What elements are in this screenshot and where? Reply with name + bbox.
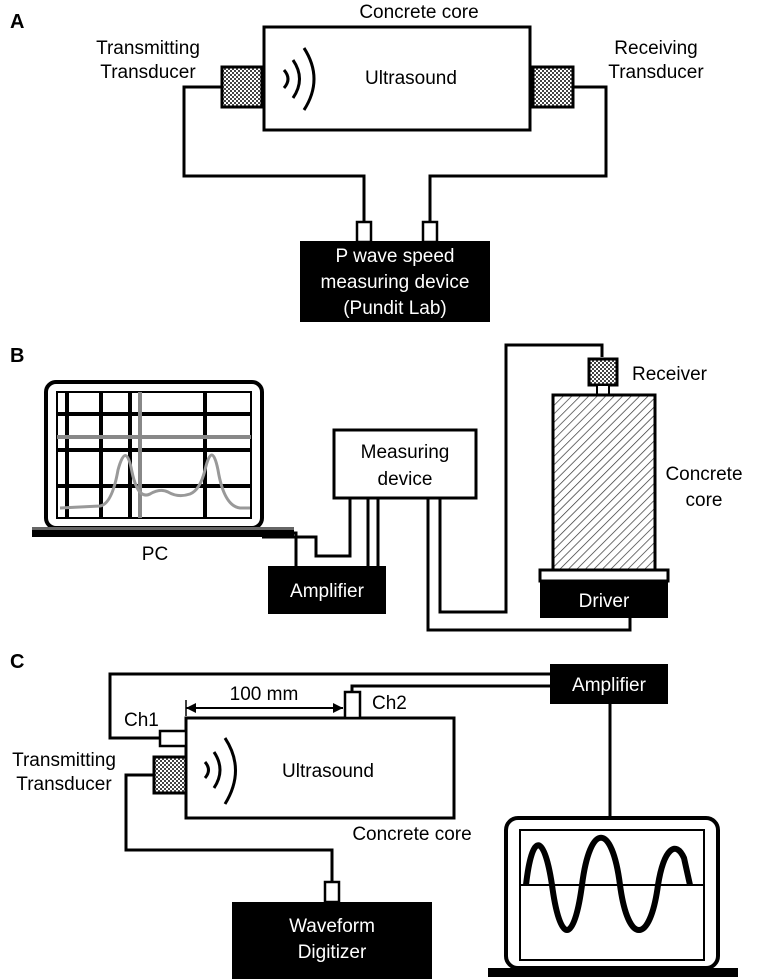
digitizer-port <box>323 880 341 904</box>
concrete-core-b-line2: core <box>686 490 723 511</box>
transmitting-transducer-c <box>152 755 188 795</box>
amplifier-c <box>550 664 668 704</box>
transmitting-label-line2: Transducer <box>100 62 196 83</box>
amplifier-b-label: Amplifier <box>290 581 365 602</box>
receiving-transducer <box>531 65 575 109</box>
ch2-label: Ch2 <box>372 693 407 714</box>
concrete-core-title: Concrete core <box>359 2 478 23</box>
concrete-core-c-title: Concrete core <box>352 824 471 845</box>
device-port-right <box>421 220 439 244</box>
transmitting-label-line1: Transmitting <box>96 38 200 59</box>
device-label-line2: measuring device <box>321 272 470 293</box>
concrete-core-b-line1: Concrete <box>665 464 742 485</box>
ultrasound-wave-icon <box>282 47 316 111</box>
ch1-sensor <box>158 729 188 748</box>
driver <box>540 581 668 618</box>
concrete-core-b <box>551 393 657 572</box>
distance-arrow <box>185 700 343 716</box>
ultrasound-c-label: Ultrasound <box>282 761 374 782</box>
panel-c: C Ultrasound Concrete core Ch1 Ch2 100 m… <box>10 651 738 979</box>
pc-amplifier-cable <box>262 531 298 566</box>
transmitting-transducer <box>220 65 264 109</box>
panel-b: B PC <box>10 343 743 632</box>
concrete-core <box>262 25 532 132</box>
pc-label: PC <box>142 544 168 565</box>
digitizer-label-line2: Digitizer <box>298 942 367 963</box>
transmitting-c-line2: Transducer <box>16 774 112 795</box>
ultrasound-wave-c-icon <box>203 737 237 805</box>
tx-cable <box>182 85 366 222</box>
panel-a-letter: A <box>10 11 24 33</box>
amplifier-c-label: Amplifier <box>572 675 647 696</box>
waveform-digitizer <box>232 902 432 979</box>
distance-label: 100 mm <box>230 684 299 705</box>
ultrasound-label: Ultrasound <box>365 68 457 89</box>
device-label-line1: P wave speed <box>335 246 454 267</box>
panel-b-letter: B <box>10 345 24 367</box>
amplifier-b <box>268 566 386 614</box>
measuring-label-line2: device <box>378 469 433 490</box>
pc-laptop-icon <box>32 380 294 537</box>
digitizer-label-line1: Waveform <box>289 916 375 937</box>
measuring-device <box>332 428 478 500</box>
p-wave-measuring-device <box>300 241 490 322</box>
concrete-core-c <box>184 716 456 820</box>
receiver-label: Receiver <box>632 364 708 385</box>
pc-measuring-cable <box>262 498 352 558</box>
device-label-line3: (Pundit Lab) <box>343 298 447 319</box>
ch2-cable <box>350 684 550 692</box>
receiver-cable <box>438 343 604 614</box>
device-port-left <box>355 220 373 244</box>
ch1-label: Ch1 <box>124 710 159 731</box>
measuring-label-line1: Measuring <box>361 442 450 463</box>
receiving-label-line1: Receiving <box>614 38 697 59</box>
ch2-sensor <box>343 690 362 720</box>
ch1-cable <box>108 672 550 740</box>
panel-a: A Concrete core Ultrasound Transmitting … <box>10 2 704 322</box>
receiving-label-line2: Transducer <box>608 62 704 83</box>
driver-plate <box>538 568 670 583</box>
oscilloscope-laptop-icon <box>488 816 738 977</box>
panel-c-letter: C <box>10 651 24 673</box>
driver-label: Driver <box>579 591 630 612</box>
driver-cable <box>426 498 632 632</box>
receiver-transducer <box>587 357 619 387</box>
rx-cable <box>428 85 608 222</box>
digitizer-cable <box>124 773 334 882</box>
transmitting-c-line1: Transmitting <box>12 750 116 771</box>
